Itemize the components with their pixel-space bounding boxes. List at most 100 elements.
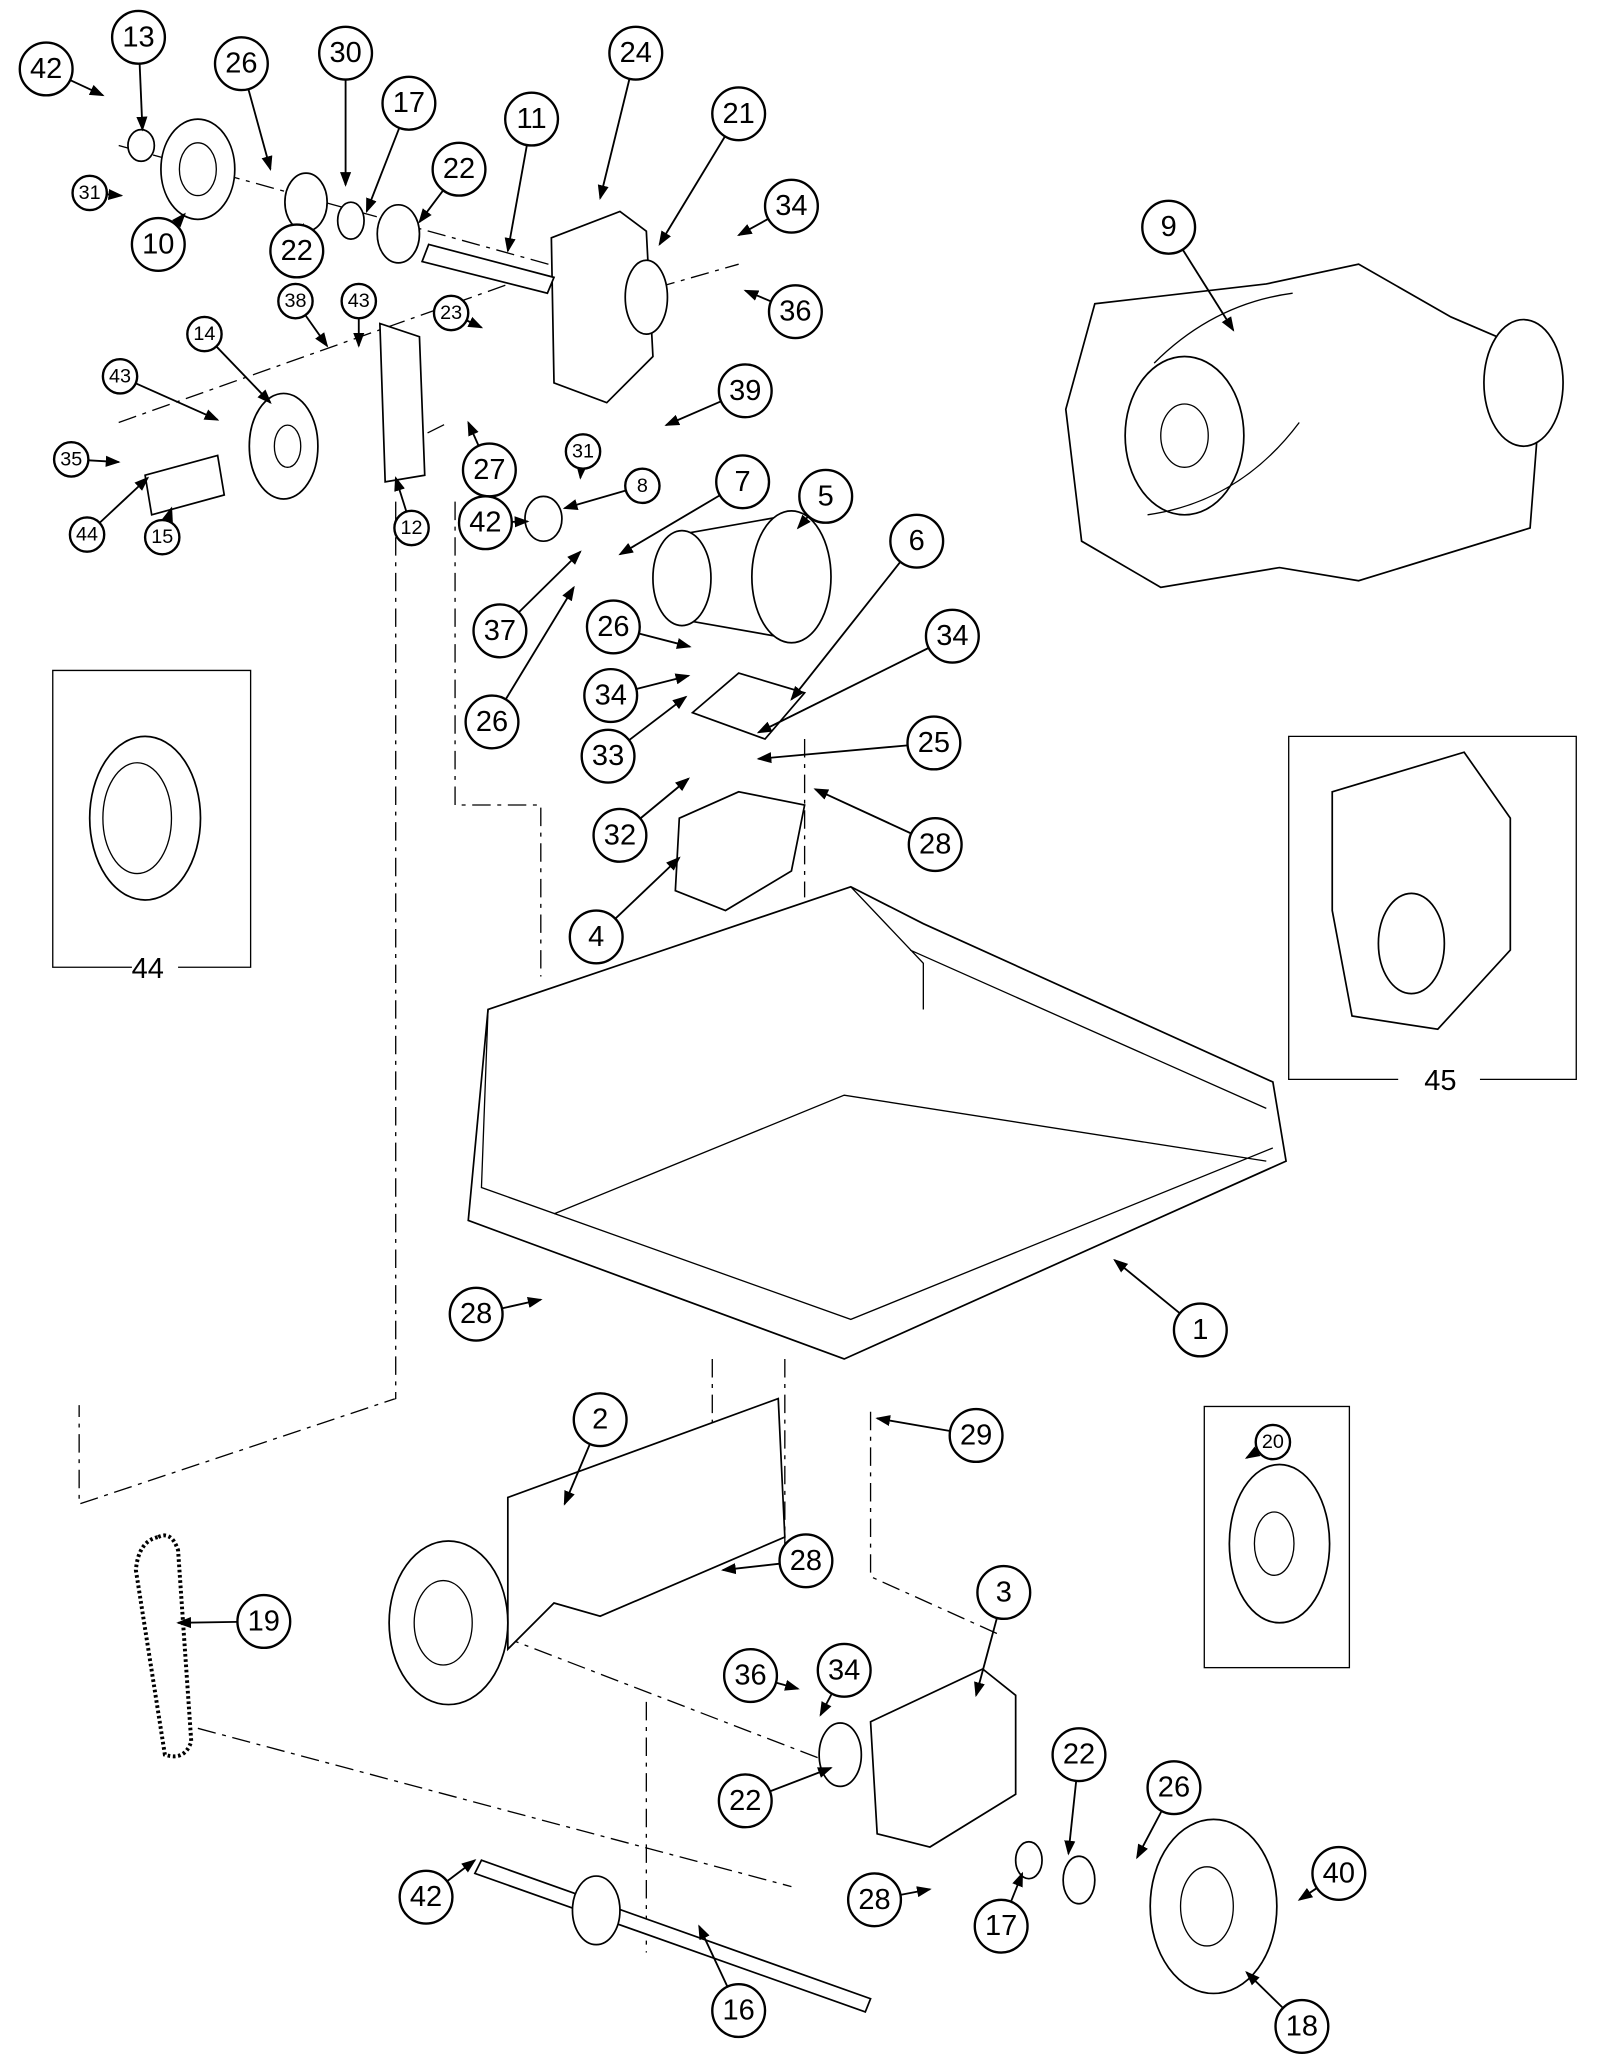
callout-circle — [976, 1564, 1032, 1621]
callout-number: 35 — [60, 448, 82, 470]
callout-circle — [568, 909, 624, 965]
callout-24: 24 — [608, 25, 664, 81]
callout-number: 22 — [443, 153, 475, 185]
leader-line — [563, 1443, 591, 1506]
leader-line — [304, 314, 329, 348]
callout-25: 25 — [906, 715, 962, 771]
callout-circle — [110, 9, 167, 65]
callout-number: 32 — [604, 819, 636, 851]
callout-26: 26 — [464, 694, 520, 750]
callout-26: 26 — [213, 36, 269, 92]
callout-circle — [717, 1773, 773, 1829]
callout-number: 26 — [225, 48, 257, 80]
callout-number: 6 — [909, 525, 925, 557]
callout-number: 16 — [723, 1995, 755, 2027]
side-plate-part-3 — [869, 1667, 1017, 1848]
leader-line — [1010, 1871, 1024, 1903]
callout-number: 42 — [410, 1881, 442, 1913]
leader-line — [466, 316, 484, 329]
inset-label-44: 44 — [132, 953, 164, 985]
callout-circle — [572, 1392, 628, 1448]
callout-circle — [722, 1647, 779, 1704]
axle-part-16 — [473, 1859, 872, 2013]
callout-circle — [906, 715, 962, 771]
callout-43: 43 — [340, 282, 378, 320]
callout-40: 40 — [1311, 1845, 1367, 1901]
callout-number: 31 — [572, 440, 594, 462]
housing-part-1 — [467, 885, 1288, 1360]
callout-circle — [18, 41, 74, 97]
leader-line — [658, 135, 726, 246]
wheel-left-hub — [413, 1579, 473, 1666]
callout-number: 43 — [109, 365, 131, 387]
callout-number: 10 — [142, 228, 174, 260]
chain-part-19 — [133, 1533, 194, 1759]
callout-number: 34 — [936, 620, 968, 652]
callout-circle — [277, 282, 314, 320]
callout-37: 37 — [472, 603, 528, 659]
leader-line — [394, 476, 408, 512]
leader-line — [247, 88, 273, 171]
callout-circle — [381, 75, 437, 131]
callout-42: 42 — [18, 41, 74, 97]
callout-17: 17 — [973, 1898, 1029, 1954]
leader-line — [1245, 1971, 1284, 2009]
leader-line — [775, 1679, 800, 1691]
callout-circle — [186, 315, 223, 353]
leader-line — [467, 420, 480, 447]
callout-circle — [1146, 1760, 1202, 1816]
callout-circle — [1274, 1998, 1330, 2054]
callout-circle — [472, 603, 528, 659]
callout-number: 26 — [1158, 1772, 1190, 1804]
callout-8: 8 — [624, 467, 661, 505]
callout-number: 17 — [393, 87, 425, 119]
leader-line — [721, 1562, 780, 1575]
leader-line — [576, 464, 588, 480]
callout-circle — [464, 694, 520, 750]
callout-number: 42 — [30, 53, 62, 85]
callout-number: 33 — [592, 740, 624, 772]
callout-22: 22 — [717, 1773, 773, 1829]
callout-28: 28 — [907, 816, 963, 873]
callout-number: 37 — [484, 615, 516, 647]
pulley-hub — [273, 424, 302, 468]
callout-number: 4 — [588, 921, 604, 953]
inset-44: 44 — [52, 669, 252, 985]
callout-circle — [583, 667, 639, 724]
leader-line — [639, 777, 690, 820]
callout-31: 31 — [71, 174, 109, 212]
callout-39: 39 — [717, 363, 773, 419]
callout-circle — [767, 284, 823, 340]
leader-line — [1244, 1446, 1261, 1459]
callout-43: 43 — [101, 357, 139, 395]
callout-circle — [948, 1407, 1004, 1464]
callout-22: 22 — [1051, 1727, 1107, 1783]
callout-circle — [564, 433, 602, 470]
callout-number: 1 — [1192, 1314, 1208, 1346]
callout-number: 36 — [734, 1660, 766, 1692]
callout-number: 15 — [151, 526, 173, 548]
callout-circle — [889, 513, 945, 569]
bushing-part-22 — [284, 172, 328, 233]
leader-line — [664, 400, 722, 426]
callout-23: 23 — [432, 294, 470, 332]
callout-circle — [398, 1869, 454, 1925]
callout-circle — [907, 816, 963, 873]
callout-28: 28 — [846, 1872, 903, 1928]
side-plate-part-2 — [506, 1397, 786, 1652]
leader-line — [504, 585, 575, 700]
callout-number: 39 — [729, 375, 761, 407]
callout-circle — [1254, 1423, 1292, 1461]
callout-circle — [624, 467, 661, 505]
callout-31: 31 — [564, 433, 602, 470]
callout-circle — [457, 495, 513, 551]
callout-number: 12 — [401, 517, 423, 539]
bearing-part-17 — [336, 201, 365, 240]
callout-14: 14 — [186, 315, 223, 353]
callout-number: 40 — [1323, 1857, 1355, 1889]
leader-line — [365, 127, 401, 214]
callout-circle — [711, 86, 767, 142]
callout-18: 18 — [1274, 1998, 1330, 2054]
bushing-part-22d — [1062, 1855, 1096, 1905]
